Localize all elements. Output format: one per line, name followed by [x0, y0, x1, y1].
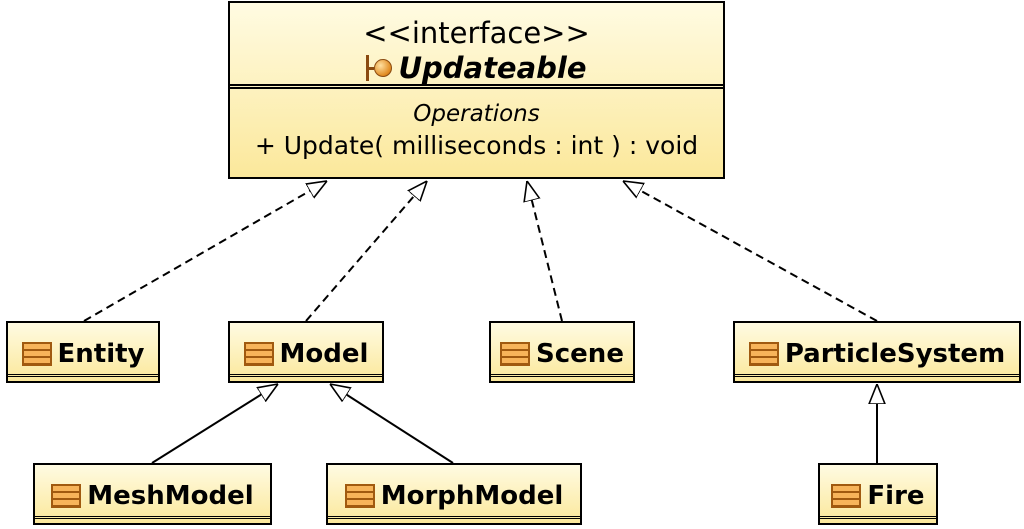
- class-icon: [21, 342, 52, 366]
- class-scene-name: Scene: [536, 339, 624, 369]
- realization-particlesystem-edge: [623, 181, 878, 322]
- class-fire-name: Fire: [867, 481, 925, 511]
- class-icon: [51, 484, 82, 508]
- class-meshmodel-box[interactable]: MeshModel: [33, 463, 272, 525]
- class-icon: [500, 342, 531, 366]
- class-scene-box[interactable]: Scene: [489, 321, 635, 383]
- class-model-box[interactable]: Model: [228, 321, 384, 383]
- realization-entity-edge: [83, 181, 327, 322]
- class-icon: [831, 484, 862, 508]
- interface-lollipop-icon: [366, 55, 393, 81]
- interface-name: Updateable: [398, 51, 587, 85]
- class-morphmodel-box[interactable]: MorphModel: [326, 463, 582, 525]
- operations-compartment: Operations + Update( milliseconds : int …: [230, 89, 723, 163]
- class-model-name: Model: [279, 339, 369, 369]
- operations-title: Operations: [413, 101, 540, 127]
- class-icon: [243, 342, 274, 366]
- interface-name-row: Updateable: [366, 51, 587, 85]
- class-icon: [344, 484, 375, 508]
- class-morphmodel-name: MorphModel: [380, 481, 564, 511]
- generalization-meshmodel-edge: [151, 384, 278, 464]
- interface-header: <<interface>> Updateable: [230, 3, 723, 89]
- class-icon: [748, 342, 779, 366]
- generalization-morphmodel-edge: [330, 384, 454, 464]
- realization-scene-edge: [527, 181, 563, 322]
- class-entity-name: Entity: [57, 339, 145, 369]
- class-fire-box[interactable]: Fire: [818, 463, 938, 525]
- interface-stereotype: <<interface>>: [363, 16, 590, 50]
- class-meshmodel-name: MeshModel: [87, 481, 254, 511]
- operation-update: + Update( milliseconds : int ) : void: [254, 131, 699, 160]
- class-particlesystem-box[interactable]: ParticleSystem: [733, 321, 1021, 383]
- class-particlesystem-name: ParticleSystem: [784, 339, 1006, 369]
- realization-model-edge: [305, 181, 427, 322]
- class-entity-box[interactable]: Entity: [6, 321, 160, 383]
- interface-updateable-box[interactable]: <<interface>> Updateable Operations + Up…: [228, 1, 725, 179]
